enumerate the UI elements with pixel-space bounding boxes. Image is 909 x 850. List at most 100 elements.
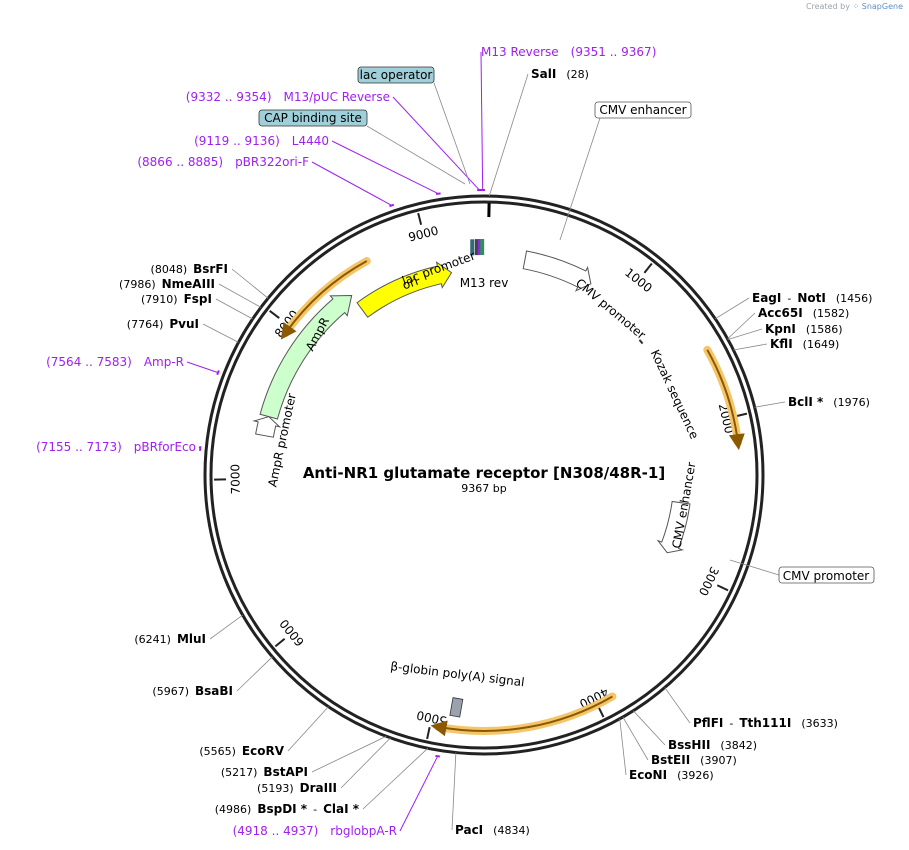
- enzyme-leader: [727, 328, 763, 340]
- enzyme-pos: (6241): [134, 633, 171, 646]
- cmv-promoter-box: CMV promoter: [778, 566, 875, 584]
- primer-leader: [392, 96, 480, 191]
- primer-range: (8866 .. 8885): [137, 155, 223, 169]
- tick-label: 9000: [407, 223, 440, 244]
- enzyme-pos: (1976): [833, 396, 870, 409]
- tick-label: 3000: [696, 564, 722, 598]
- primer-name: L4440: [292, 134, 329, 148]
- lac-operator-box: lac operator: [357, 66, 435, 84]
- snapgene-logo-icon: ⁘: [852, 2, 860, 11]
- enzyme-pos: (3926): [677, 769, 714, 782]
- enzyme-pos: (7986): [119, 278, 156, 291]
- enzyme-pos: (5217): [221, 766, 258, 779]
- enzyme-name: BsrFI: [193, 262, 228, 276]
- enzyme-site: BstEII (3907): [651, 753, 737, 767]
- enzyme-site: KpnI(1586): [765, 322, 842, 336]
- enzyme-name: BstEII: [651, 753, 690, 767]
- enzyme-pos: (7764): [127, 318, 164, 331]
- enzyme-name2: NotI: [797, 291, 826, 305]
- snapgene-credit: Created by ⁘ SnapGene: [806, 2, 903, 11]
- enzyme-leader: [231, 268, 269, 299]
- enzyme-leader: [202, 323, 239, 343]
- primer-leader: [331, 140, 439, 195]
- site-labels: SalI(28)EagI-NotI(1456)Acc65I(1582)KpnI(…: [36, 45, 872, 838]
- primer-range: (9119 .. 9136): [194, 134, 280, 148]
- primer-name: pBRforEco: [134, 440, 196, 454]
- kozak-mark: [638, 339, 644, 345]
- enzyme-pos: (8048): [151, 263, 188, 276]
- enzyme-leader: [236, 656, 273, 692]
- enzyme-leader: [451, 752, 457, 831]
- enzyme-name: PflFI: [693, 716, 723, 730]
- cmv-promoter-box-label: CMV promoter: [783, 569, 870, 583]
- primer-site: (8866 .. 8885)pBR322ori-F: [137, 155, 309, 169]
- enzyme-name: DraIII: [300, 781, 337, 795]
- enzyme-name: BssHII: [668, 738, 710, 752]
- enzyme-name: EcoNI: [629, 768, 667, 782]
- feature-leader: [559, 117, 601, 241]
- tick-label: 1000: [622, 265, 655, 295]
- cap-binding-site-box: CAP binding site: [258, 109, 368, 127]
- orf-arrow: [706, 349, 745, 451]
- feature-leader: [433, 82, 471, 185]
- enzyme-leader: [209, 614, 243, 640]
- primer-range: (4918 .. 4937): [233, 824, 319, 838]
- enzyme-pos: (1649): [803, 338, 840, 351]
- tick-mark: [417, 212, 423, 226]
- lac-operator-label: lac operator: [360, 68, 433, 82]
- enzyme-pos: (3842): [720, 739, 757, 752]
- enzyme-pos: (1586): [806, 323, 843, 336]
- enzyme-leader: [215, 298, 253, 320]
- feature-leader: [729, 559, 780, 576]
- enzyme-pos: (28): [566, 68, 589, 81]
- enzyme-sep: -: [787, 292, 791, 305]
- ori-label: ori: [401, 274, 420, 292]
- orf-highlights: [280, 256, 745, 737]
- primer-site: (7564 .. 7583)Amp-R: [46, 355, 184, 369]
- enzyme-site: (5565)EcoRV: [199, 744, 284, 758]
- enzyme-pos: (4986): [215, 803, 252, 816]
- tick-label: 6000: [277, 616, 307, 648]
- enzyme-leader: [362, 747, 429, 810]
- primer-range: (7155 .. 7173): [36, 440, 122, 454]
- enzyme-pos: (4834): [493, 824, 530, 837]
- enzyme-site: (5217) BstAPI: [221, 765, 308, 779]
- enzyme-pos: (3907): [700, 754, 737, 767]
- credit-brand: SnapGene: [861, 2, 903, 11]
- enzyme-site: KflI(1649): [770, 337, 839, 351]
- tick-mark: [643, 262, 653, 274]
- globin-polya-box: [449, 697, 464, 718]
- leader-lines: [186, 51, 786, 832]
- enzyme-site: (7986) NmeAIII: [119, 277, 215, 291]
- enzyme-name: NmeAIII: [162, 277, 215, 291]
- enzyme-site: (5967)BsaBI: [152, 684, 233, 698]
- credit-prefix: Created by: [805, 2, 850, 11]
- tick-mark: [274, 637, 286, 648]
- orf-arrow: [430, 695, 613, 737]
- cap-binding-site-label: CAP binding site: [264, 111, 362, 125]
- enzyme-name: BclI *: [788, 395, 824, 409]
- enzyme-leader: [733, 343, 768, 351]
- enzyme-name: BstAPI: [263, 765, 308, 779]
- lac-element-mark: [470, 239, 475, 256]
- enzyme-site: BssHII (3842): [668, 738, 757, 752]
- enzyme-name: PacI: [455, 823, 483, 837]
- enzyme-pos: (7910): [141, 293, 178, 306]
- enzyme-leader: [619, 718, 627, 776]
- m13-rev-label: M13 rev: [460, 276, 509, 290]
- primer-mark: [216, 370, 220, 376]
- primer-mark: [435, 754, 441, 758]
- backbone-inner: [209, 200, 759, 750]
- enzyme-leader: [218, 283, 262, 308]
- primer-name: Amp-R: [144, 355, 184, 369]
- backbone-outer: [203, 194, 765, 756]
- cmv-enhancer-box: CMV enhancer: [594, 101, 692, 119]
- enzyme-site: (7910)FspI: [141, 292, 212, 306]
- tick-label: 7000: [228, 464, 243, 495]
- enzyme-site: (8048) BsrFI: [151, 262, 228, 276]
- enzyme-name: SalI: [531, 67, 556, 81]
- enzyme-leader: [754, 401, 786, 408]
- enzyme-leader: [311, 735, 387, 773]
- enzyme-name: EagI: [752, 291, 781, 305]
- lac-element-mark: [480, 239, 485, 256]
